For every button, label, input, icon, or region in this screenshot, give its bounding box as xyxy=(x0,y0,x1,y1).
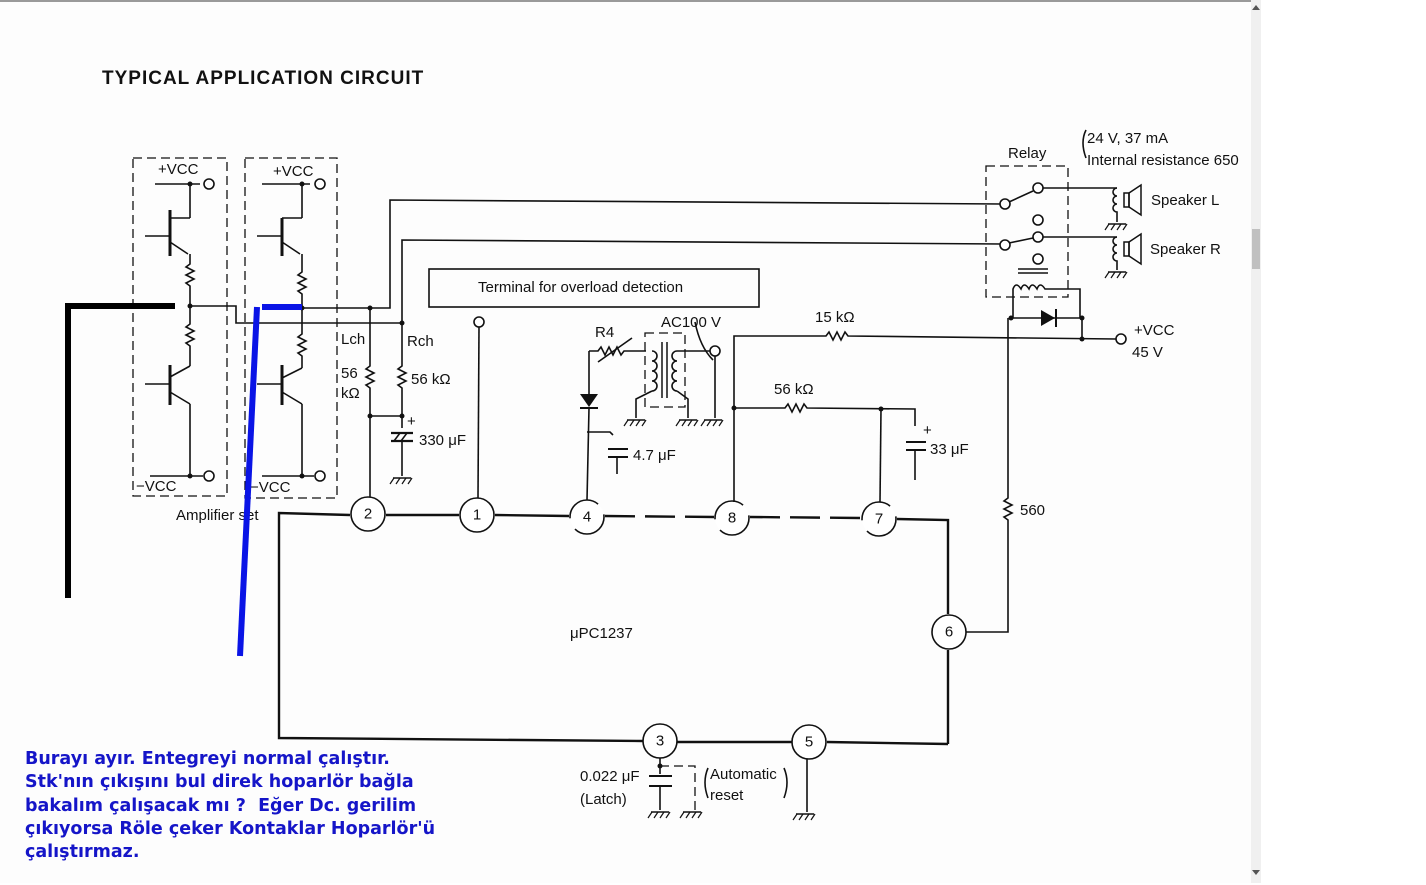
c-330-value: 330 μF xyxy=(419,432,466,449)
svg-text:8: 8 xyxy=(728,510,736,527)
c-latch-label: (Latch) xyxy=(580,791,627,808)
annotation-line: Stk'nın çıkışını bul direk hoparlör bağl… xyxy=(25,772,414,793)
speaker-l-label: Speaker L xyxy=(1151,192,1219,209)
black-marker-line xyxy=(65,303,175,598)
annotation-line: çalıştırmaz. xyxy=(25,842,140,863)
svg-text:3: 3 xyxy=(656,733,664,750)
ic-outline xyxy=(277,511,950,746)
pin-7: 7 xyxy=(861,501,897,537)
vcc-pos-label: +VCC xyxy=(273,163,314,180)
lch-label: Lch xyxy=(341,331,365,348)
circuit-diagram: TYPICAL APPLICATION CIRCUIT +VCC −VCC +V… xyxy=(65,68,1239,821)
pin-8: 8 xyxy=(714,500,750,536)
vcc-pos-label: +VCC xyxy=(158,161,199,178)
svg-text:7: 7 xyxy=(875,511,883,528)
amplifier-set-label: Amplifier set xyxy=(176,507,259,524)
speaker-r: Speaker R xyxy=(1043,232,1221,279)
pin-2: 2 xyxy=(350,496,386,532)
r-rch-value: 56 kΩ xyxy=(411,371,451,388)
r4-label: R4 xyxy=(595,324,614,341)
vcc-neg-terminal xyxy=(203,470,215,482)
r-560-label: 560 xyxy=(1020,502,1045,519)
ac100-label: AC100 V xyxy=(661,314,721,331)
auto-reset-line1: Automatic xyxy=(710,766,777,783)
vcc-pos-terminal xyxy=(314,178,326,190)
r-56k-label: 56 kΩ xyxy=(774,381,814,398)
relay-spec-line1: 24 V, 37 mA xyxy=(1087,130,1168,147)
speaker-r-label: Speaker R xyxy=(1150,241,1221,258)
ic-part-number: μPC1237 xyxy=(570,625,633,642)
svg-text:2: 2 xyxy=(364,506,372,523)
r-lch-value-top: 56 xyxy=(341,365,358,382)
svg-text:6: 6 xyxy=(945,624,953,641)
document-viewer: TYPICAL APPLICATION CIRCUIT +VCC −VCC +V… xyxy=(0,0,1251,864)
vcc-neg-terminal xyxy=(314,470,326,482)
blue-marker-line xyxy=(237,306,260,657)
scroll-up-arrow-icon[interactable] xyxy=(1252,5,1260,10)
pin-5: 5 xyxy=(791,724,827,760)
vcc-pos-terminal xyxy=(203,178,215,190)
vcc-neg-label: −VCC xyxy=(136,478,177,495)
relay-label: Relay xyxy=(1008,145,1047,162)
plus-sign: + xyxy=(923,422,932,439)
plus-sign: + xyxy=(407,413,416,430)
overload-terminal xyxy=(473,316,485,328)
annotation-line: bakalım çalışacak mı ? Eğer Dc. gerilim xyxy=(25,795,417,816)
vertical-scrollbar[interactable] xyxy=(1251,0,1261,883)
annotation-line: çıkıyorsa Röle çeker Kontaklar Hoparlör'… xyxy=(25,818,436,839)
scroll-down-arrow-icon[interactable] xyxy=(1252,870,1260,875)
r-15k-label: 15 kΩ xyxy=(815,309,855,326)
amplifier-right: +VCC −VCC xyxy=(244,157,338,499)
scrollbar-thumb[interactable] xyxy=(1252,229,1260,269)
annotation-note: Burayı ayır. Entegreyi normal çalıştır. S… xyxy=(25,748,435,864)
supply-voltage: 45 V xyxy=(1132,344,1163,361)
overload-box xyxy=(428,268,760,308)
c-33-value: 33 μF xyxy=(930,441,969,458)
supply-terminal xyxy=(1115,333,1127,345)
pin-3: 3 xyxy=(642,723,678,759)
c-latch-value: 0.022 μF xyxy=(580,768,640,785)
annotation-line: Burayı ayır. Entegreyi normal çalıştır. xyxy=(25,749,390,769)
supply-label: +VCC xyxy=(1134,322,1175,339)
svg-text:1: 1 xyxy=(473,507,481,524)
svg-text:5: 5 xyxy=(805,734,813,751)
c-4-7-value: 4.7 μF xyxy=(633,447,676,464)
pin-6: 6 xyxy=(931,614,967,650)
r-lch-value-bottom: kΩ xyxy=(341,385,360,402)
amplifier-left: +VCC −VCC xyxy=(132,157,228,497)
rch-label: Rch xyxy=(407,333,434,350)
svg-text:4: 4 xyxy=(583,509,591,526)
speaker-l: Speaker L xyxy=(1043,183,1219,231)
relay-box xyxy=(985,165,1069,298)
pin-4: 4 xyxy=(569,499,605,535)
pin-1: 1 xyxy=(459,497,495,533)
auto-reset-line2: reset xyxy=(710,787,744,804)
vcc-neg-label: −VCC xyxy=(250,479,291,496)
page-title: TYPICAL APPLICATION CIRCUIT xyxy=(102,68,424,89)
overload-label: Terminal for overload detection xyxy=(478,279,683,296)
relay-spec-line2: Internal resistance 650 xyxy=(1087,152,1239,169)
